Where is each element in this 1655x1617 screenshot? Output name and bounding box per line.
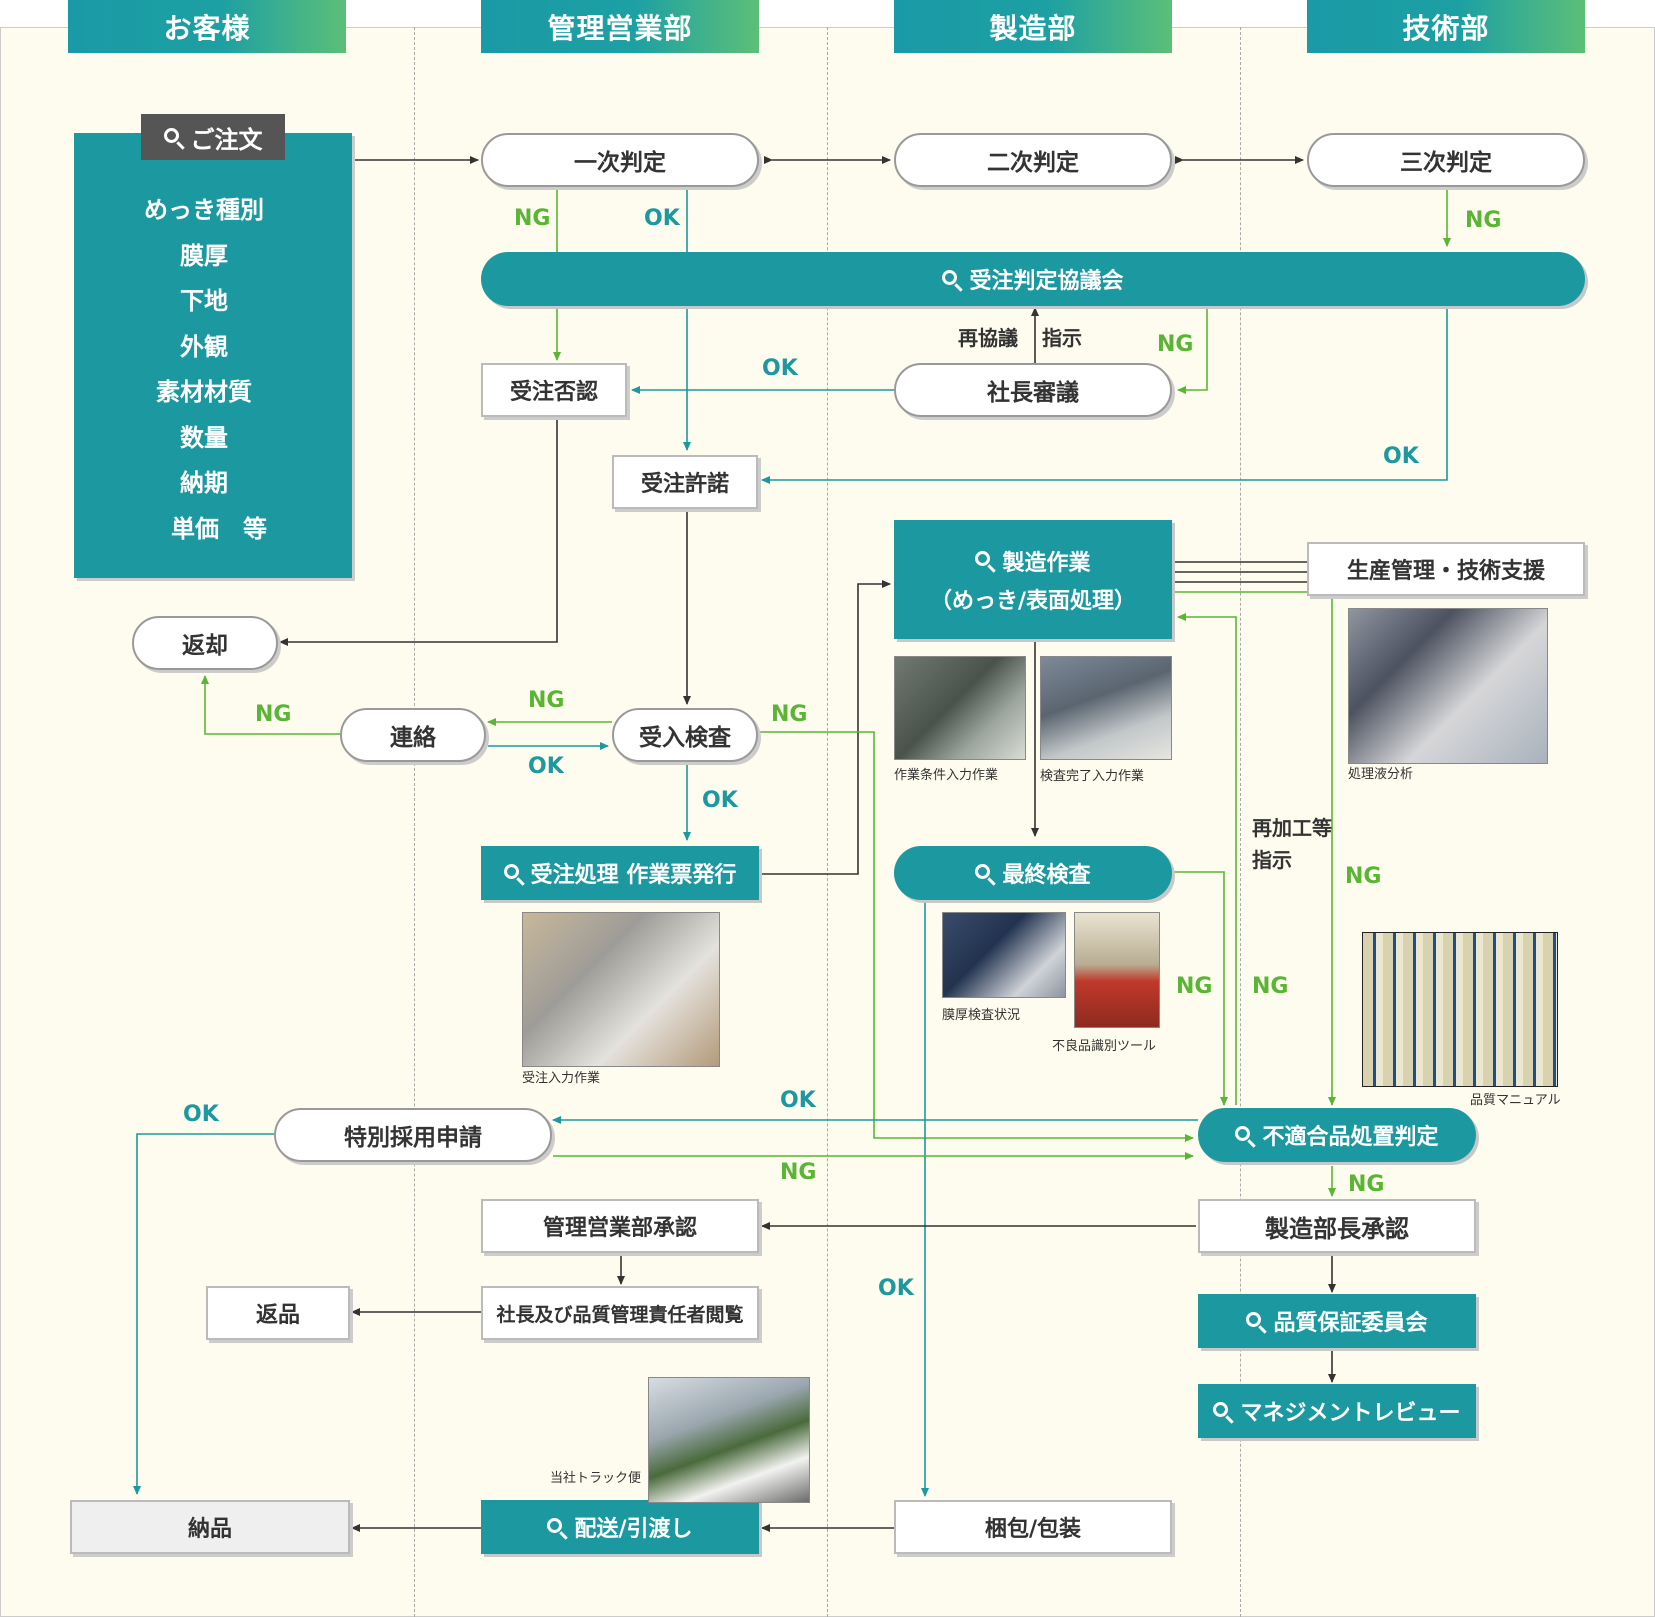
edge-label-ok: OK [1383,444,1419,469]
rework-instruct-label: 指示 [1252,848,1292,872]
order-panel [74,133,352,578]
manufacturing-approval: 製造部長承認 [1198,1199,1476,1253]
edge-label-ng: NG [1157,332,1194,357]
production-support: 生産管理・技術支援 [1307,542,1585,596]
photo-inspection-done [1040,656,1172,760]
qa-committee[interactable]: 品質保証委員会 [1198,1294,1476,1348]
first-judgement: 一次判定 [481,133,759,187]
edge-label-ok: OK [762,356,798,381]
edge-label-ng: NG [1176,974,1213,999]
shipping-handover[interactable]: 配送/引渡し [481,1500,759,1554]
contact-node: 連絡 [340,708,486,762]
management-review[interactable]: マネジメントレビュー [1198,1384,1476,1438]
search-icon [163,127,179,143]
caption-order-entry: 受注入力作業 [522,1071,601,1086]
photo-thickness-inspection [942,912,1066,998]
order-item: 単価 等 [171,514,267,543]
edge-label-ok: OK [878,1276,914,1301]
edge-label-ng: NG [1345,864,1382,889]
order-item: 下地 [180,287,228,315]
order-title: ご注文 [141,114,285,160]
photo-quality-manual [1362,932,1558,1087]
order-item: 膜厚 [180,241,228,270]
rework-label: 再加工等 [1252,816,1332,840]
order-item: 数量 [180,423,228,452]
caption-inspection-done: 検査完了入力作業 [1040,769,1145,784]
lane-divider [827,27,828,1617]
president-review-node: 社長審議 [894,363,1172,417]
edge-label-ng: NG [771,702,808,727]
edge-label-ok: OK [183,1102,219,1127]
lane-divider [414,27,415,1617]
order-item: 納期 [180,469,228,497]
search-icon [547,1517,563,1533]
receiving-inspection: 受入検査 [612,708,758,762]
president-quality-review: 社長及び品質管理責任者閲覧 [481,1286,759,1340]
lane-header-engineering: 技術部 [1307,0,1585,53]
caption-work-condition: 作業条件入力作業 [894,768,999,783]
caption-truck: 当社トラック便 [550,1471,642,1486]
edge-label-ng: NG [528,688,565,713]
photo-work-condition [894,656,1026,760]
edge-label-ng: NG [780,1160,817,1185]
order-items: めっき種別 膜厚 下地 外観 素材材質 数量 納期 単価 等 [74,188,334,552]
caption-solution-analysis: 処理液分析 [1348,767,1414,782]
edge-label-ng: NG [1252,974,1289,999]
manufacturing-subtitle: （めっき/表面処理） [929,588,1137,614]
order-item: 外観 [180,332,228,361]
order-rejection: 受注否認 [481,363,627,417]
edge-label-ng: NG [1348,1172,1385,1197]
photo-order-entry [522,912,720,1067]
nonconforming-judgement[interactable]: 不適合品処置判定 [1198,1108,1476,1162]
search-icon [1246,1311,1262,1327]
search-icon [503,863,519,879]
lane-divider [1240,27,1241,1617]
return-node: 返却 [132,616,278,670]
third-judgement: 三次判定 [1307,133,1585,187]
photo-solution-analysis [1348,608,1548,764]
search-icon [1213,1401,1229,1417]
rediscuss-label: 再協議 [958,326,1018,350]
order-acceptance: 受注許諾 [612,455,758,509]
edge-label-ok: OK [702,788,738,813]
order-item: めっき種別 [144,196,264,224]
search-icon [975,551,991,566]
second-judgement: 二次判定 [894,133,1172,187]
special-adoption-request: 特別採用申請 [274,1108,552,1162]
edge-label-ok: OK [528,754,564,779]
caption-defect-tool: 不良品識別ツール [1052,1039,1157,1054]
photo-defect-tool [1074,912,1160,1028]
search-icon [975,863,991,879]
delivery-complete: 納品 [70,1500,350,1554]
edge-label-ok: OK [644,206,680,231]
final-inspection[interactable]: 最終検査 [894,846,1172,900]
search-icon [942,269,958,285]
edge-label-ng: NG [514,206,551,231]
returned-goods: 返品 [206,1286,350,1340]
search-icon [1235,1125,1251,1141]
lane-header-sales: 管理営業部 [481,0,759,53]
order-processing[interactable]: 受注処理 作業票発行 [481,846,759,900]
caption-thickness: 膜厚検査状況 [942,1008,1021,1023]
manufacturing-work[interactable]: 製造作業 （めっき/表面処理） [894,520,1172,639]
order-council[interactable]: 受注判定協議会 [481,252,1585,306]
manufacturing-title: 製造作業 [975,545,1091,577]
order-item: 素材材質 [156,378,252,406]
edge-label-ng: NG [255,702,292,727]
caption-quality-manual: 品質マニュアル [1470,1093,1561,1108]
packing-node: 梱包/包装 [894,1500,1172,1554]
photo-truck [648,1377,810,1503]
lane-header-manufacturing: 製造部 [894,0,1172,53]
sales-approval: 管理営業部承認 [481,1199,759,1253]
edge-label-ok: OK [780,1088,816,1113]
lane-header-customer: お客様 [68,0,346,53]
instruct-label: 指示 [1042,326,1082,350]
edge-label-ng: NG [1465,208,1502,233]
